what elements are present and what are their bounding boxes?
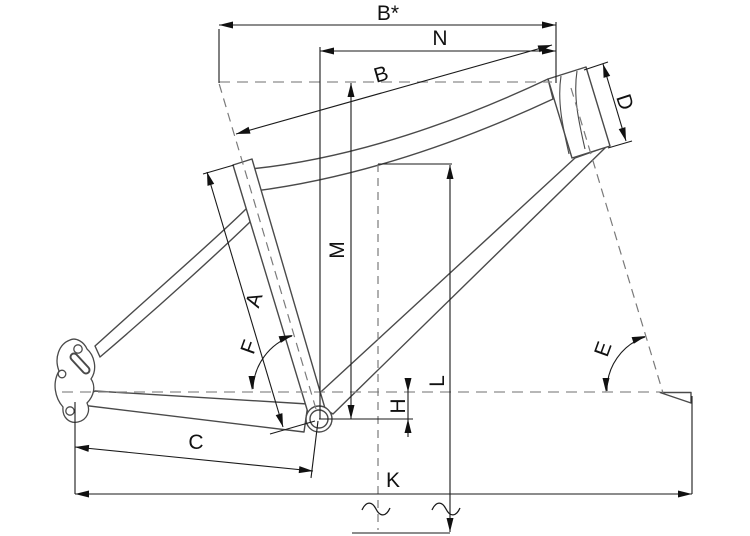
dimension-b-star — [218, 21, 557, 83]
dimension-h — [319, 378, 413, 437]
dimension-e — [602, 336, 646, 392]
seat-stay — [94, 207, 251, 358]
break-mark — [431, 502, 461, 516]
dim-label-a: A — [241, 290, 267, 310]
dim-label-d: D — [611, 91, 638, 113]
rear-dropout — [54, 338, 96, 423]
chain-stay — [72, 390, 309, 433]
break-mark — [361, 502, 391, 516]
dimension-l — [352, 163, 461, 534]
dimension-a — [202, 164, 316, 435]
dim-label-b: B — [371, 62, 391, 88]
top-tube — [239, 78, 554, 193]
dim-label-b-star: B* — [377, 2, 399, 25]
dim-label-m: M — [326, 241, 349, 259]
seat-tube-axis — [217, 79, 317, 410]
frame-outline — [72, 66, 692, 433]
dimension-n — [319, 47, 556, 419]
dim-label-f: F — [236, 337, 262, 357]
front-axle-plate — [659, 391, 692, 404]
dimension-k — [74, 396, 693, 498]
dimensions — [74, 21, 693, 534]
dim-label-h: H — [387, 398, 410, 413]
head-tube — [547, 66, 611, 159]
dim-label-l: L — [426, 375, 449, 387]
dim-label-k: K — [386, 469, 400, 492]
down-tube — [310, 146, 607, 415]
dim-label-e: E — [590, 339, 616, 360]
dimension-b — [235, 44, 553, 135]
dimension-d — [583, 61, 633, 149]
dim-label-c: C — [188, 431, 203, 454]
steering-axis — [570, 87, 664, 394]
dimension-f — [248, 335, 293, 390]
dimension-m — [347, 83, 355, 419]
dashed-guides — [62, 79, 664, 530]
dim-label-n: N — [432, 27, 447, 50]
dimension-c — [74, 420, 319, 479]
